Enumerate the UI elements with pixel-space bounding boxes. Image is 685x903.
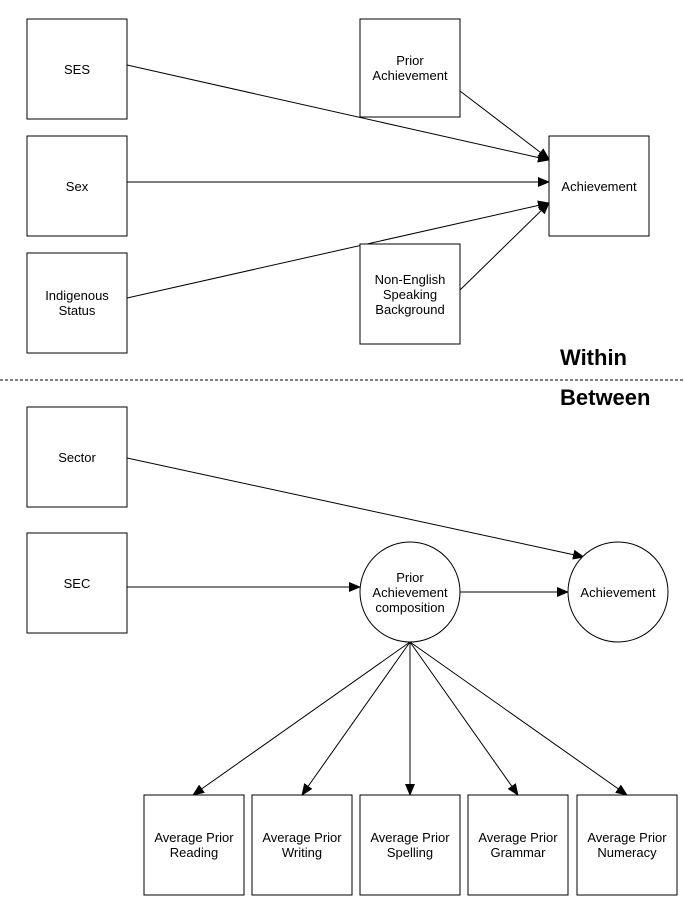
node-ach-between (567, 541, 669, 643)
node-nesb (359, 243, 461, 345)
node-label-prior-ach: Prior Achievement (372, 53, 448, 83)
node-label-writing: Average Prior Writing (262, 830, 342, 860)
node-grammar (467, 794, 569, 896)
node-ses (26, 18, 128, 120)
arrow-ses-to-ach-within (126, 64, 550, 163)
arrow-prior-comp-to-reading (192, 641, 411, 796)
arrow-prior-ach-to-ach-within (459, 90, 550, 160)
node-label-sector: Sector (58, 449, 96, 465)
node-indigenous (26, 252, 128, 354)
node-label-grammar: Average Prior Grammar (478, 830, 558, 860)
arrow-sector-to-ach-between (126, 457, 585, 560)
node-prior-comp (359, 541, 461, 643)
node-prior-ach (359, 18, 461, 118)
arrow-prior-comp-to-writing (301, 641, 411, 796)
arrow-nesb-to-ach-within (459, 202, 550, 291)
node-ach-within (548, 135, 650, 237)
node-label-nesb: Non-English Speaking Background (374, 271, 446, 317)
within-label: Within (560, 345, 627, 370)
node-writing (251, 794, 353, 896)
arrow-prior-comp-to-grammar (409, 641, 519, 796)
node-sector (26, 406, 128, 508)
node-label-ses: SES (63, 61, 90, 77)
node-label-ach-within: Achievement (561, 178, 637, 194)
node-spelling (359, 794, 461, 896)
arrow-prior-comp-to-numeracy (409, 641, 628, 796)
arrow-indigenous-to-ach-within (126, 200, 550, 299)
node-label-spelling: Average Prior Spelling (370, 830, 450, 860)
node-label-reading: Average Prior Reading (154, 830, 234, 860)
node-label-prior-comp: Prior Achievement composition (372, 569, 448, 615)
node-label-ach-between: Achievement (580, 584, 656, 600)
between-label: Between (560, 385, 651, 410)
node-numeracy (576, 794, 678, 896)
node-label-numeracy: Average Prior Numeracy (587, 830, 667, 860)
node-label-indigenous: Indigenous Status (45, 288, 109, 318)
node-reading (143, 794, 245, 896)
node-label-sex: Sex (65, 178, 89, 194)
node-sex (26, 135, 128, 237)
node-label-sec: SEC (63, 575, 91, 591)
node-sec (26, 532, 128, 634)
